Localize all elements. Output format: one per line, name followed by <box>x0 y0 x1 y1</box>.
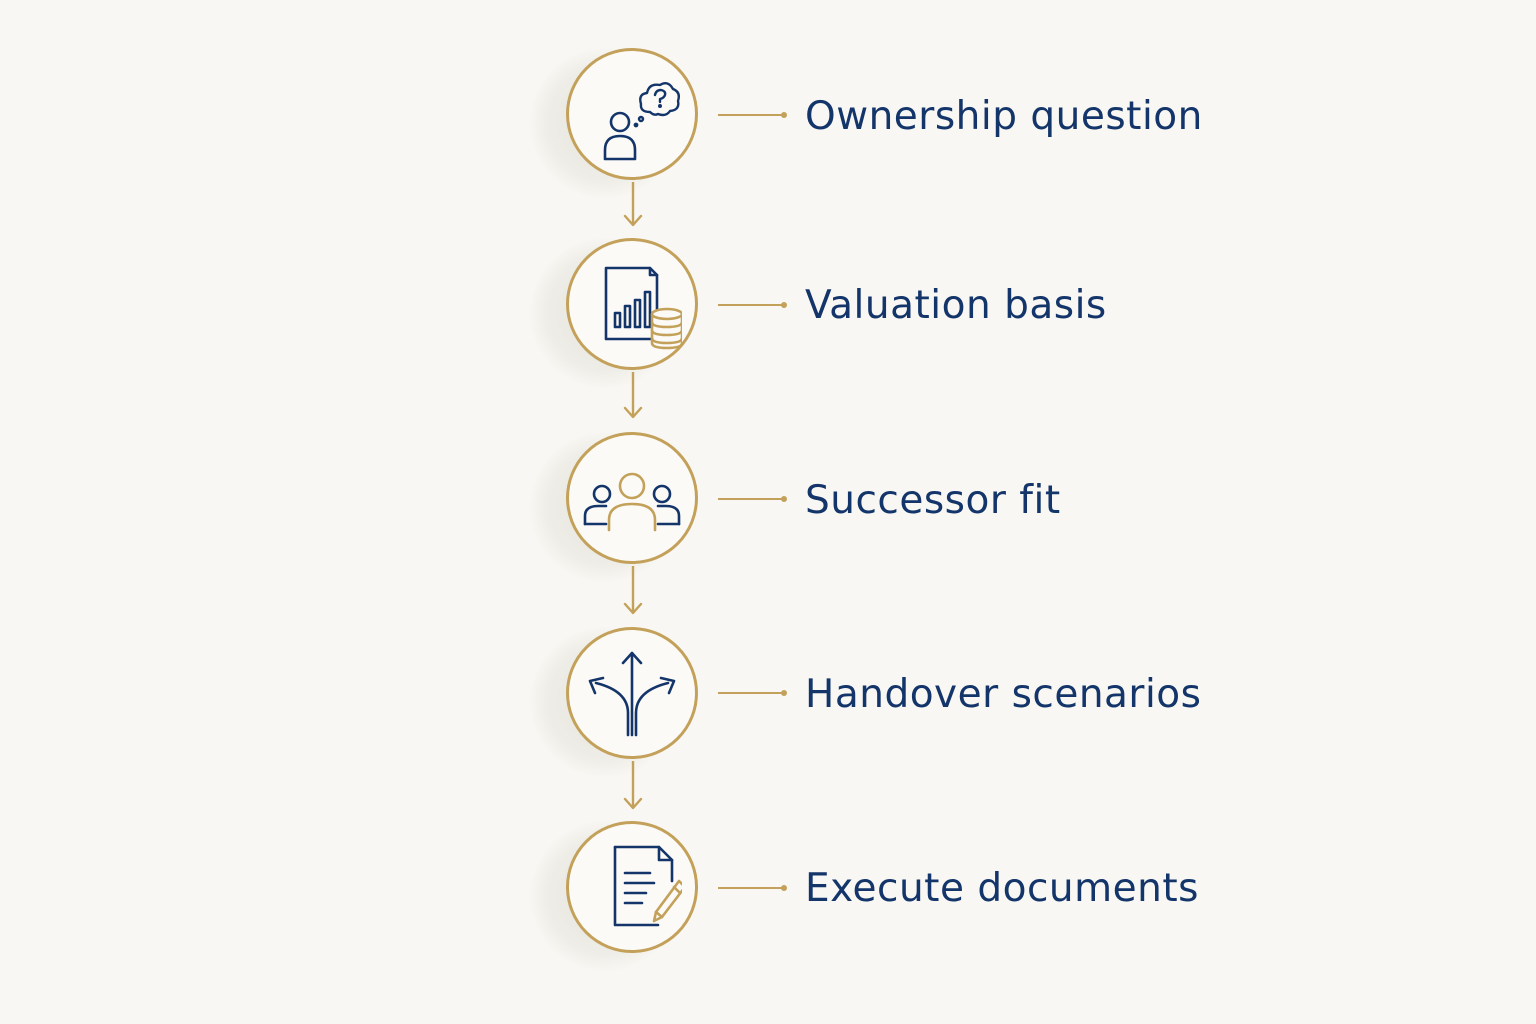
document-pen-icon <box>613 845 682 927</box>
report-chart-coins-icon <box>604 266 682 350</box>
step-2-label: Valuation basis <box>805 283 1107 328</box>
step-1-node <box>566 48 698 180</box>
step-3-node <box>566 432 698 564</box>
group-people-icon <box>583 472 681 532</box>
person-thought-question-icon <box>603 82 681 161</box>
step-4-label: Handover scenarios <box>805 672 1202 717</box>
arrow-1-to-2 <box>623 182 643 227</box>
arrow-4-to-5 <box>623 761 643 810</box>
step-2-node <box>566 238 698 370</box>
step-5-label: Execute documents <box>805 866 1199 911</box>
step-1-connector <box>718 112 787 118</box>
arrow-2-to-3 <box>623 372 643 419</box>
step-3-connector <box>718 496 787 502</box>
step-2-connector <box>718 302 787 308</box>
branching-arrows-icon <box>588 651 676 737</box>
step-4-connector <box>718 690 787 696</box>
step-3-label: Successor fit <box>805 478 1061 523</box>
step-4-node <box>566 627 698 759</box>
step-5-connector <box>718 885 787 891</box>
step-5-node <box>566 821 698 953</box>
step-1-label: Ownership question <box>805 94 1203 139</box>
arrow-3-to-4 <box>623 566 643 615</box>
